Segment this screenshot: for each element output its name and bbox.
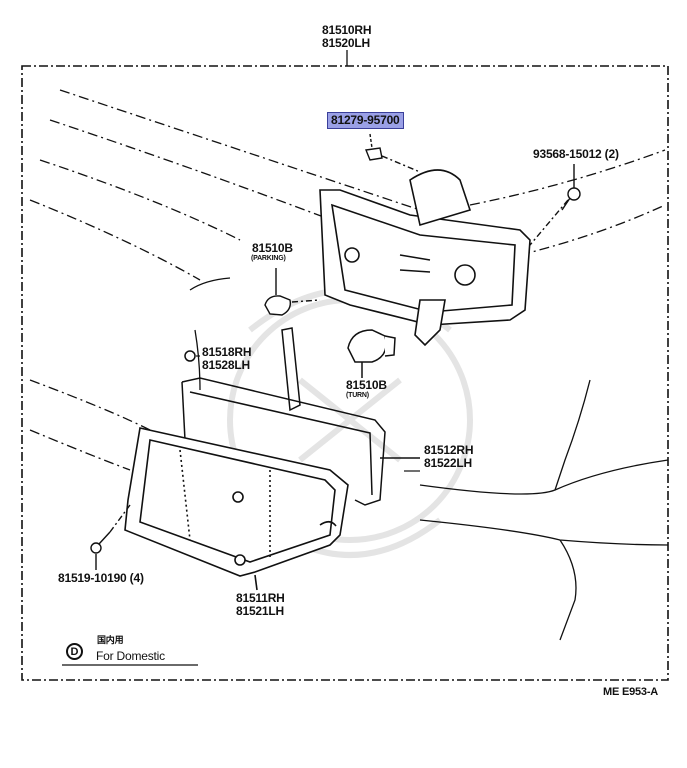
assembly-number-rh: 81510RH [322, 23, 372, 37]
lens-part-number-lh: 81521LH [236, 604, 284, 618]
screw-right-icon [529, 164, 581, 246]
bulb-parking-icon [264, 268, 321, 316]
clip-part [365, 133, 421, 173]
assembly-frame [21, 65, 669, 681]
gasket [181, 377, 420, 506]
domestic-label-en: For Domestic [96, 649, 165, 663]
lamp-housing [319, 169, 531, 347]
leader-lines [196, 355, 420, 472]
lamp-lens [124, 427, 349, 591]
gasket-part-number-rh: 81512RH [424, 443, 474, 457]
bulb-turn-icon [347, 329, 396, 378]
highlighted-part-number[interactable]: 81279-95700 [327, 112, 404, 129]
screw-right-part-number: 93568-15012 (2) [533, 147, 619, 161]
assembly-number-lh: 81520LH [322, 36, 370, 50]
screw-left-part-number: 81519-10190 (4) [58, 571, 144, 585]
bulb-turn-tag: (TURN) [346, 392, 369, 399]
figure-code: ME E953-A [603, 686, 659, 698]
lens-part-number-rh: 81511RH [236, 591, 285, 605]
domestic-label-jp: 国内用 [97, 636, 124, 646]
bulb-turn-part-number: 81510B [346, 378, 387, 392]
domestic-d-icon: D [66, 643, 83, 660]
gasket-part-number-lh: 81522LH [424, 456, 472, 470]
bulb-parking-tag: (PARKING) [251, 255, 286, 262]
reflector-part-number-rh: 81518RH [202, 345, 252, 359]
screw-left-icon [90, 504, 131, 570]
reflector-strip [184, 327, 301, 412]
bulb-parking-part-number: 81510B [252, 241, 293, 255]
reflector-part-number-lh: 81528LH [202, 358, 250, 372]
